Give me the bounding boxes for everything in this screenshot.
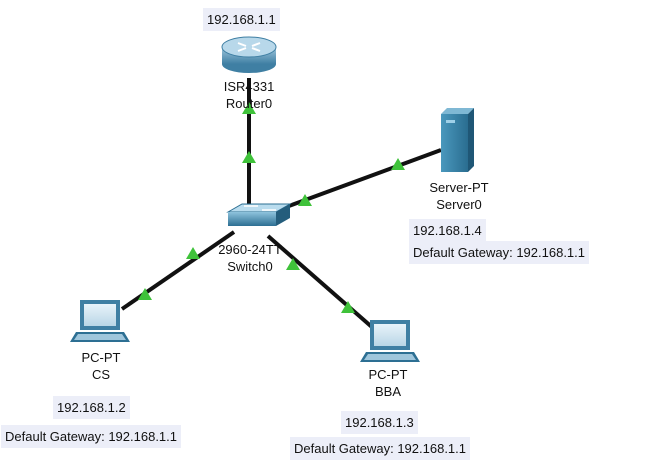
link-up-indicator	[391, 158, 405, 170]
link-status-indicators	[138, 102, 405, 313]
server-name-label: Server0	[436, 197, 482, 212]
link-up-indicator	[242, 102, 256, 114]
server-model-label: Server-PT	[429, 180, 489, 195]
pc-cs-ip-note: 192.168.1.2	[53, 396, 130, 419]
link-up-indicator	[186, 247, 200, 259]
switch-icon[interactable]	[226, 203, 292, 226]
link-up-indicator	[298, 194, 312, 206]
server-icon[interactable]	[441, 108, 474, 172]
link-up-indicator	[138, 288, 152, 300]
pc-cs-model-label: PC-PT	[81, 350, 121, 365]
switch-name-label: Switch0	[227, 259, 273, 274]
link-switch-pc-bba[interactable]	[266, 234, 375, 330]
pc-bba-ip-note: 192.168.1.3	[341, 411, 418, 434]
router-model-label: ISR4331	[223, 79, 275, 94]
link-up-indicator	[242, 151, 256, 163]
pc-bba-model-label: PC-PT	[368, 367, 408, 382]
router-ip-note: 192.168.1.1	[203, 8, 280, 31]
pc-icon[interactable]	[70, 300, 130, 342]
server-gateway-note: Default Gateway: 192.168.1.1	[409, 241, 590, 264]
pc-bba-name-label: BBA	[374, 384, 401, 399]
router-icon[interactable]	[221, 36, 277, 73]
link-up-indicator	[341, 301, 355, 313]
pc-cs-name-label: CS	[91, 367, 111, 382]
router-name-label: Router0	[225, 96, 273, 111]
pc-cs-gateway-note: Default Gateway: 192.168.1.1	[1, 425, 182, 448]
server-ip-note: 192.168.1.4	[409, 219, 486, 242]
links	[120, 78, 442, 330]
switch-model-label: 2960-24TT	[218, 242, 282, 257]
pc-icon[interactable]	[360, 320, 420, 362]
pc-bba-gateway-note: Default Gateway: 192.168.1.1	[290, 437, 471, 460]
link-up-indicator	[286, 258, 300, 270]
